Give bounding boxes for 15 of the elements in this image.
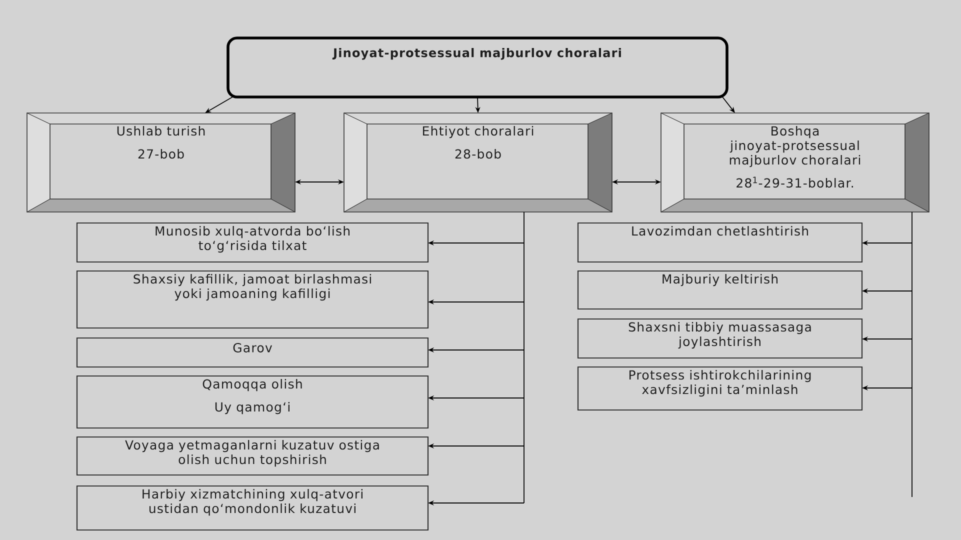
text-box: Shaxsiy kafillik, jamoat birlashmasi yoki jamoaning kafilligi (76, 270, 429, 329)
text-box: Voyaga yetmaganlarni kuzatuv ostiga olish uchun topshirish (76, 436, 429, 476)
text-box: Majburiy keltirish (577, 270, 863, 310)
text-box: Lavozimdan chetlashtirish (577, 222, 863, 263)
text-box: Harbiy xizmatchining xulq-atvori ustidan qo‘mondonlik kuzatuvi (76, 485, 429, 531)
text-box: Shaxsni tibbiy muassasaga joylashtirish (577, 318, 863, 359)
text-box: Garov (76, 337, 429, 368)
bevel-box: Ushlab turish 27-bob (26, 112, 296, 212)
bevel-box: Boshqa jinoyat-protsessual majburlov choralari 28$^{1}$-29-31-boblar. (660, 112, 930, 212)
bevel-box: Ehtiyot choralari 28-bob (344, 112, 612, 212)
arrow (722, 96, 735, 113)
title-box: Jinoyat-protsessual majburlov choralari (226, 36, 728, 98)
text-box: Protsess ishtirokchilarining xavfsizligini ta’minlash (577, 366, 863, 411)
text-box: Qamoqqa olish Uy qamog‘i (76, 375, 429, 429)
text-box: Munosib xulq-atvorda bo‘lish to‘g‘risida tilxat (76, 222, 429, 263)
